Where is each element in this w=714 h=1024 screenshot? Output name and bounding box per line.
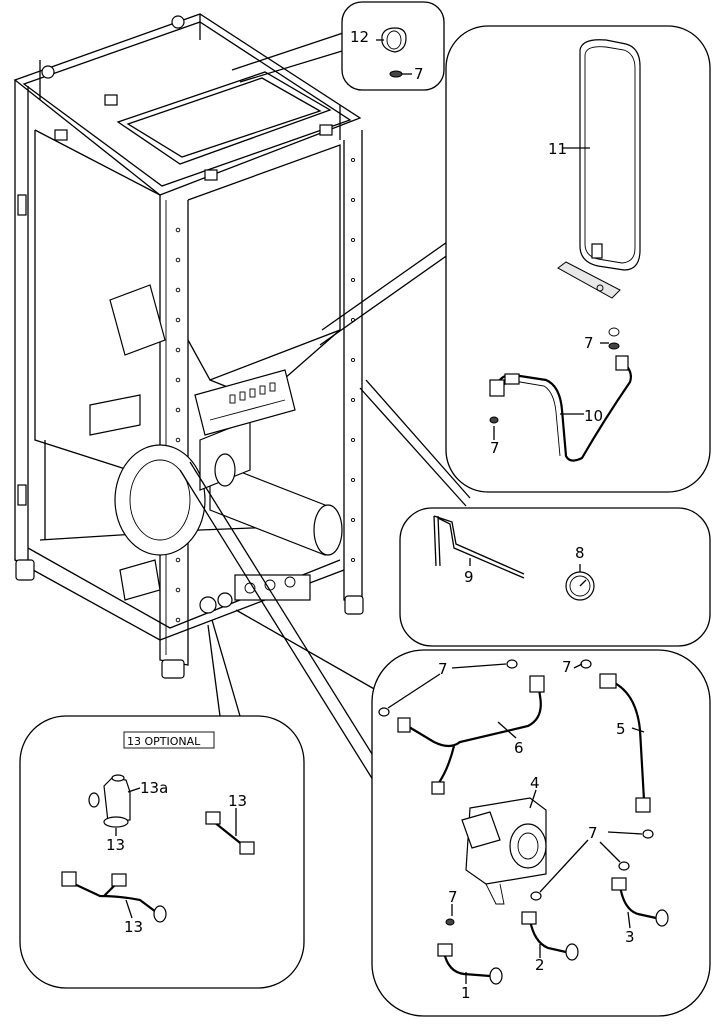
callout-2: 2 [535,956,545,974]
callout-5: 5 [616,720,626,738]
callout-7: 7 [438,660,448,678]
callout-3: 3 [625,928,635,946]
panel-12 [341,1,445,91]
callout-7: 7 [584,334,594,352]
leader-lines [179,31,471,789]
callout-13: 13 [228,792,247,810]
optional-note: 13 OPTIONAL [127,735,201,748]
panel-13-optional [19,715,305,989]
callout-10: 10 [584,407,603,425]
callout-7: 7 [448,888,458,906]
callout-8: 8 [575,544,585,562]
callout-13a: 13a [140,779,168,797]
boiler-frame [13,13,364,679]
panel-pipes-pump [371,649,711,1017]
callout-13: 13 [106,836,125,854]
callout-1: 1 [461,984,471,1002]
callout-7: 7 [414,65,424,83]
callout-4: 4 [530,774,540,792]
callout-7: 7 [562,658,572,676]
callout-12: 12 [350,28,369,46]
callout-9: 9 [464,568,474,586]
callout-11: 11 [548,140,567,158]
panel-gauge-rod [399,507,711,647]
callout-6: 6 [514,739,524,757]
callout-7: 7 [588,824,598,842]
callout-13: 13 [124,918,143,936]
panel-expansion-vessel [445,25,711,493]
callout-7: 7 [490,439,500,457]
